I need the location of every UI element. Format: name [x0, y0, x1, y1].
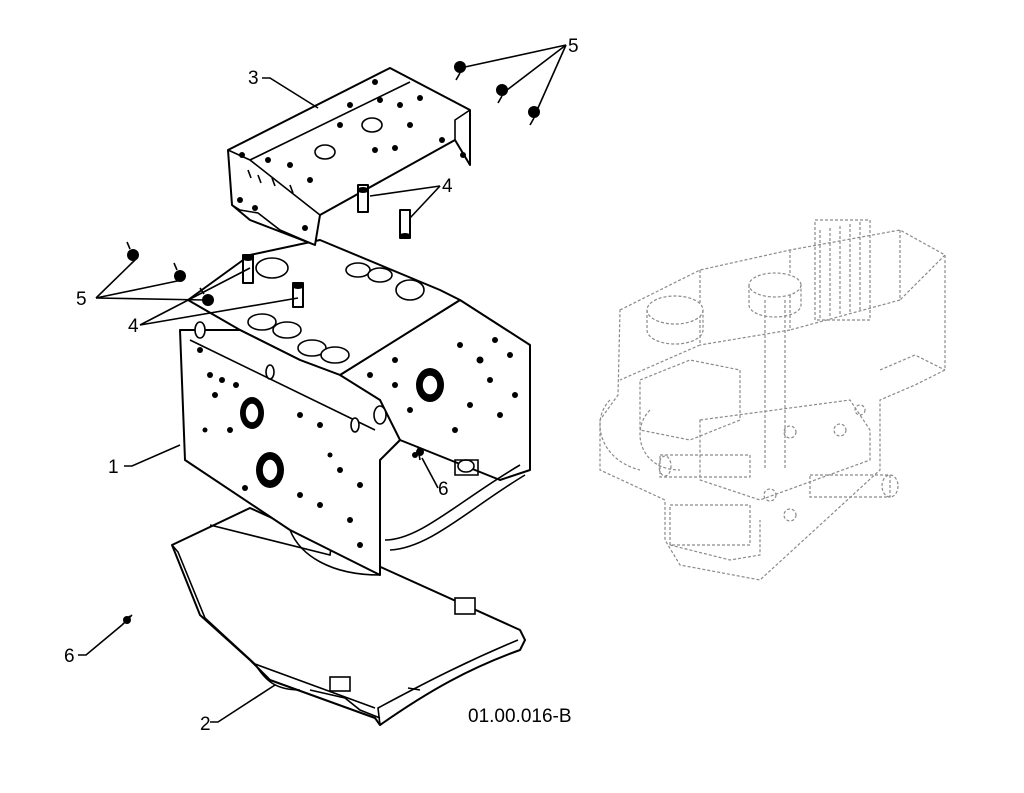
callout-label-6-center: 6 — [438, 479, 449, 500]
callout-label-2: 2 — [200, 714, 211, 735]
callout-label-4-lower: 4 — [128, 316, 139, 337]
callout-label-3: 3 — [248, 68, 259, 89]
screw-fasteners-5 — [126, 61, 540, 306]
callout-label-6-loose: 6 — [64, 646, 75, 667]
drawing-reference-code: 01.00.016-B — [468, 706, 572, 727]
callout-label-4-upper: 4 — [442, 176, 453, 197]
main-frame-part-1 — [179, 239, 531, 576]
bottom-cover-part-2 — [171, 507, 526, 726]
callout-leader-lines — [78, 44, 567, 723]
top-cover-part-3 — [227, 67, 471, 246]
callout-label-1: 1 — [108, 457, 119, 478]
screw-fasteners-6 — [121, 448, 424, 626]
callout-label-5-left: 5 — [76, 289, 87, 310]
callout-label-5-upper: 5 — [568, 36, 579, 57]
engine-phantom-outline — [599, 219, 946, 581]
callout-labels: 3 5 4 5 4 1 6 6 2 — [64, 36, 579, 735]
